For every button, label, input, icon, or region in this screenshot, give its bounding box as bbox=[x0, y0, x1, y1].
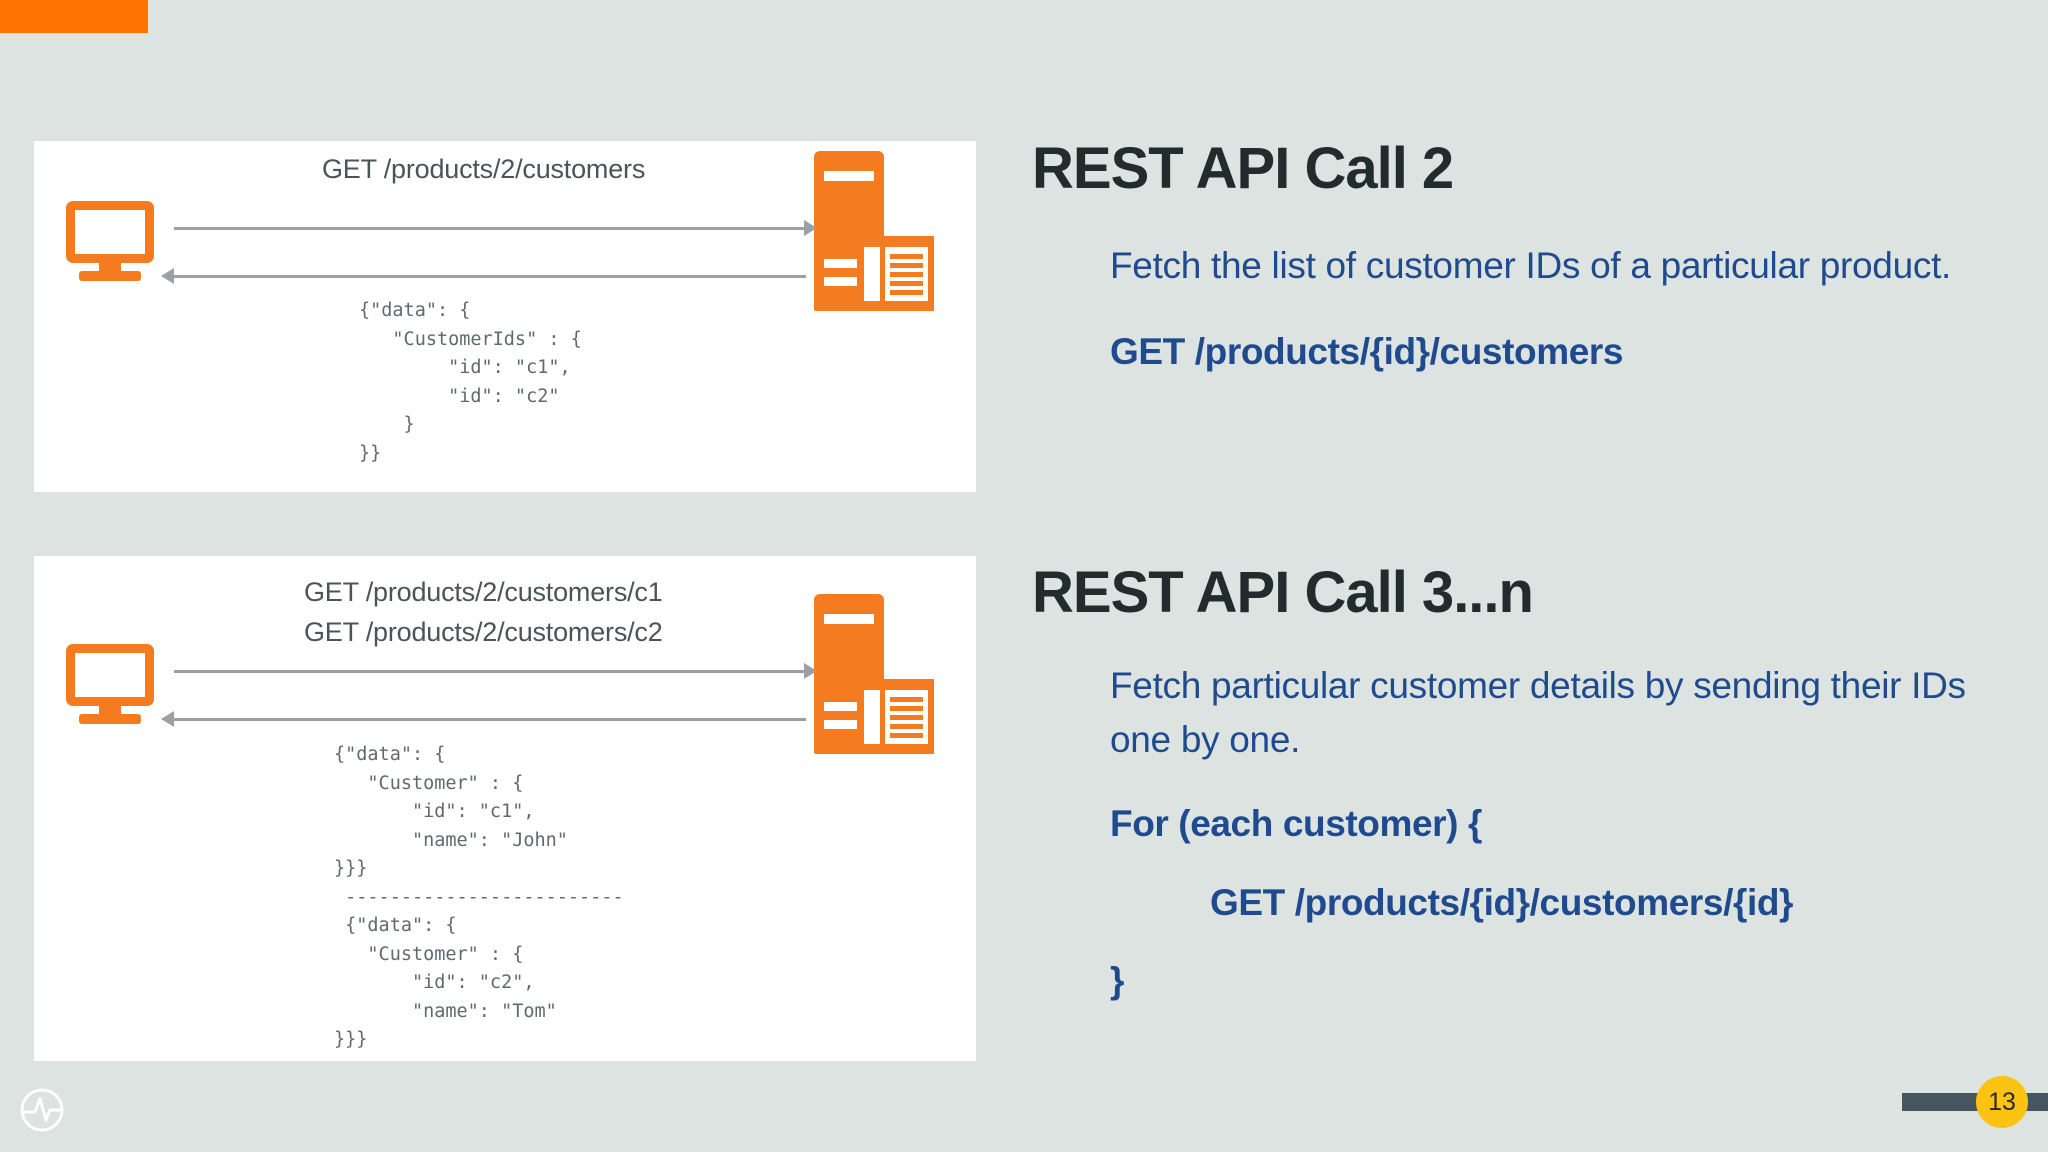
monitor-screen bbox=[66, 201, 154, 263]
brand-pulse-logo-icon bbox=[20, 1088, 64, 1132]
server-box-bar-2 bbox=[890, 706, 923, 711]
section-2-endpoint: GET /products/{id}/customers/{id} bbox=[1210, 881, 1794, 923]
server-box-bar-5 bbox=[890, 290, 923, 295]
monitor-base bbox=[79, 271, 141, 281]
section-1-endpoint: GET /products/{id}/customers bbox=[1110, 331, 1624, 372]
request-label-call-3: GET /products/2/customers/c1 bbox=[304, 577, 663, 607]
section-1-body: Fetch the list of customer IDs of a part… bbox=[1110, 244, 1952, 286]
server-icon bbox=[814, 594, 934, 754]
top-left-accent-bar bbox=[0, 0, 148, 33]
server-box-left-pane bbox=[864, 690, 880, 744]
request-arrow-line-call-3n bbox=[174, 670, 806, 673]
response-arrow-line-call-3n bbox=[174, 718, 806, 721]
server-box-bar-2 bbox=[890, 263, 923, 268]
monitor-icon bbox=[66, 201, 154, 281]
server-tower-slot bbox=[824, 171, 874, 181]
section-2-title: REST API Call 3...n bbox=[1032, 560, 1534, 625]
request-label-call-4: GET /products/2/customers/c2 bbox=[304, 617, 663, 647]
response-arrow-head-call-2 bbox=[161, 268, 174, 284]
server-icon bbox=[814, 151, 934, 311]
server-tower-line-1 bbox=[824, 702, 864, 711]
monitor-neck bbox=[99, 704, 121, 716]
monitor-screen bbox=[66, 644, 154, 706]
server-box-bar-1 bbox=[890, 254, 923, 259]
response-json-call-2: {"data": { "CustomerIds" : { "id": "c1",… bbox=[359, 300, 582, 464]
server-tower-line-1 bbox=[824, 259, 864, 268]
server-box-bar-4 bbox=[890, 281, 923, 286]
server-box-left-pane bbox=[864, 247, 880, 301]
monitor-icon bbox=[66, 644, 154, 724]
server-box-bar-3 bbox=[890, 715, 923, 720]
server-box-bar-1 bbox=[890, 697, 923, 702]
page-number-badge: 13 bbox=[1976, 1076, 2028, 1128]
server-box-bar-3 bbox=[890, 272, 923, 277]
section-2-loop-close: } bbox=[1110, 960, 1124, 1002]
section-2-loop-open: For (each customer) { bbox=[1110, 803, 1482, 845]
request-arrow-head-call-3n bbox=[804, 663, 817, 679]
server-tower-slot bbox=[824, 614, 874, 624]
section-call-2: REST API Call 2 Fetch the list of custom… bbox=[1032, 136, 2012, 379]
section-call-3n: REST API Call 3...n Fetch particular cus… bbox=[1032, 560, 2012, 1009]
section-1-title: REST API Call 2 bbox=[1032, 136, 1454, 201]
section-2-body: Fetch particular customer details by sen… bbox=[1110, 664, 1966, 760]
request-arrow-head-call-2 bbox=[804, 220, 817, 236]
request-label-call-2: GET /products/2/customers bbox=[322, 154, 646, 184]
diagram-panel-call-2: GET /products/2/customers {"data": { "Cu… bbox=[34, 141, 976, 492]
server-box-bar-4 bbox=[890, 724, 923, 729]
monitor-base bbox=[79, 714, 141, 724]
monitor-neck bbox=[99, 261, 121, 273]
response-json-call-3n: {"data": { "Customer" : { "id": "c1", "n… bbox=[334, 744, 624, 1050]
response-arrow-line-call-2 bbox=[174, 275, 806, 278]
server-tower-line-2 bbox=[824, 277, 864, 286]
request-arrow-line-call-2 bbox=[174, 227, 806, 230]
response-arrow-head-call-3n bbox=[161, 711, 174, 727]
diagram-panel-call-3n: GET /products/2/customers/c1 GET /produc… bbox=[34, 556, 976, 1061]
server-box-bar-5 bbox=[890, 733, 923, 738]
server-tower-line-2 bbox=[824, 720, 864, 729]
